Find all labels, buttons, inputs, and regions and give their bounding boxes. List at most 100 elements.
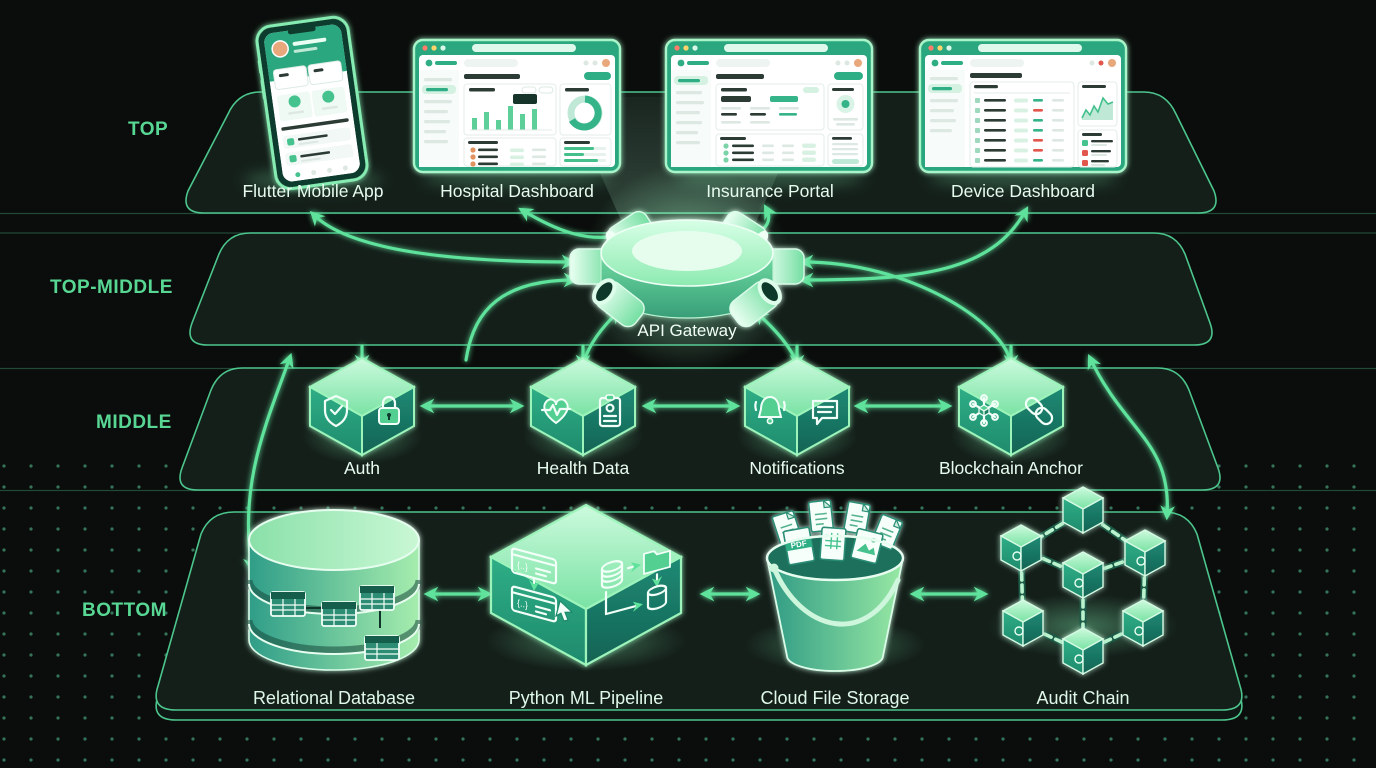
- auth-cube-icon: [302, 356, 422, 464]
- new-tab-icon: [692, 45, 698, 51]
- pipeline-label: Python ML Pipeline: [509, 688, 663, 708]
- policy-history-card: [715, 133, 825, 167]
- device-table-card: [969, 81, 1075, 168]
- new-tab-icon: [440, 45, 446, 51]
- gear-icon: [592, 60, 598, 66]
- arrow-blockchain-gateway: [798, 254, 1012, 362]
- heart-pulse-icon: [540, 398, 572, 425]
- claims-summary-card: [827, 133, 864, 167]
- avatar: [854, 59, 862, 67]
- phone-notch: [287, 26, 316, 35]
- bar-chart-card: [463, 83, 557, 136]
- layer-label-top: TOP: [128, 119, 168, 140]
- phone-side-button: [260, 79, 266, 100]
- page-title: [464, 74, 520, 79]
- arrow-device-gateway: [798, 206, 1029, 288]
- gateway-pipe-lower-left: [592, 278, 645, 328]
- minimize-icon: [937, 45, 943, 51]
- close-icon: [422, 45, 428, 51]
- notifications-cube-icon: [737, 356, 857, 464]
- hospital-label: Hospital Dashboard: [440, 181, 594, 201]
- folder-icon: [643, 549, 671, 575]
- url-bar: [724, 44, 828, 52]
- search-input: [970, 59, 1024, 67]
- spreadsheet-file-icon: [819, 526, 847, 562]
- avatar: [602, 59, 610, 67]
- blockchain-anchor-cube-icon: [951, 356, 1071, 464]
- connectivity-chart-card: [1077, 81, 1118, 127]
- member-status-card: [827, 83, 864, 131]
- search-input: [464, 59, 518, 67]
- chart-tooltip: [513, 94, 537, 104]
- layer-label-bottom: BOTTOM: [82, 600, 167, 621]
- mobile-label: Flutter Mobile App: [242, 181, 383, 201]
- phone-side-button: [257, 59, 263, 74]
- patient-table-card: [463, 137, 557, 167]
- progress-panel-card: [559, 137, 612, 167]
- insurance-portal-mockup: [664, 38, 874, 174]
- notifications-label: Notifications: [749, 458, 845, 478]
- shield-badge-icon: [322, 90, 335, 103]
- hospital-dashboard-mockup: [412, 38, 622, 174]
- bucket-handle: [771, 565, 901, 627]
- sidebar: [671, 70, 711, 167]
- layer-plane-bottom: [155, 511, 1243, 721]
- svg-text:PDF: PDF: [790, 539, 807, 551]
- chat-bubble-icon: [811, 399, 839, 426]
- page-title: [970, 73, 1022, 78]
- stored-files-icons: PDF: [771, 499, 904, 566]
- minimize-icon: [431, 45, 437, 51]
- health-label: Health Data: [537, 458, 630, 478]
- device-dashboard-mockup: [918, 38, 1128, 174]
- bell-icon: [1089, 60, 1095, 66]
- chain-link-icon: [1024, 396, 1054, 426]
- python-ml-pipeline-icon: {..} {..}: [486, 503, 686, 671]
- shield-badge-icon: [288, 95, 301, 108]
- auth-label: Auth: [344, 458, 380, 478]
- arrow-mobile-gateway: [309, 210, 577, 270]
- close-icon: [674, 45, 680, 51]
- avatar: [271, 40, 289, 58]
- device-label: Device Dashboard: [951, 181, 1095, 201]
- primary-button: [584, 72, 611, 80]
- cursor-icon: [554, 599, 574, 622]
- close-icon: [928, 45, 934, 51]
- app-logo: [425, 59, 433, 67]
- avatar: [1108, 59, 1116, 67]
- url-bar: [472, 44, 576, 52]
- alert-icon: [1098, 60, 1104, 66]
- svg-text:{..}: {..}: [517, 598, 528, 611]
- secondary-button: [832, 159, 859, 164]
- app-logo: [931, 59, 939, 67]
- audit-label: Audit Chain: [1036, 688, 1129, 708]
- patient-record-icon: [598, 394, 622, 428]
- api-gateway-icon: [569, 210, 805, 328]
- bell-ring-icon: [754, 395, 786, 425]
- url-bar: [978, 44, 1082, 52]
- policy-details-card: [715, 83, 825, 131]
- network-nodes-icon: [969, 394, 999, 427]
- health-data-cube-icon: [523, 356, 643, 464]
- donut-chart-card: [559, 83, 612, 136]
- layer-label-top-middle: TOP-MIDDLE: [50, 277, 173, 298]
- bell-icon: [583, 60, 589, 66]
- gateway-label: API Gateway: [637, 321, 737, 340]
- alerts-card: [1077, 129, 1118, 168]
- flutter-mobile-app-mockup: [255, 15, 369, 191]
- blockchain-label: Blockchain Anchor: [939, 458, 1083, 478]
- storage-label: Cloud File Storage: [760, 688, 909, 708]
- block-glyphs: [1012, 551, 1146, 664]
- connection-arrows: [243, 204, 1176, 602]
- relational-database-icon: [239, 509, 429, 671]
- cloud-file-storage-icon: PDF: [745, 499, 925, 673]
- app-logo: [677, 59, 685, 67]
- gateway-pipe-lower-right: [729, 278, 782, 328]
- layer-label-middle: MIDDLE: [96, 412, 172, 433]
- search-input: [716, 59, 770, 67]
- code-flow-icons: {..} {..}: [510, 547, 671, 623]
- shield-check-icon: [323, 394, 349, 428]
- database-label: Relational Database: [253, 688, 415, 708]
- pdf-file-icon: PDF: [782, 526, 816, 566]
